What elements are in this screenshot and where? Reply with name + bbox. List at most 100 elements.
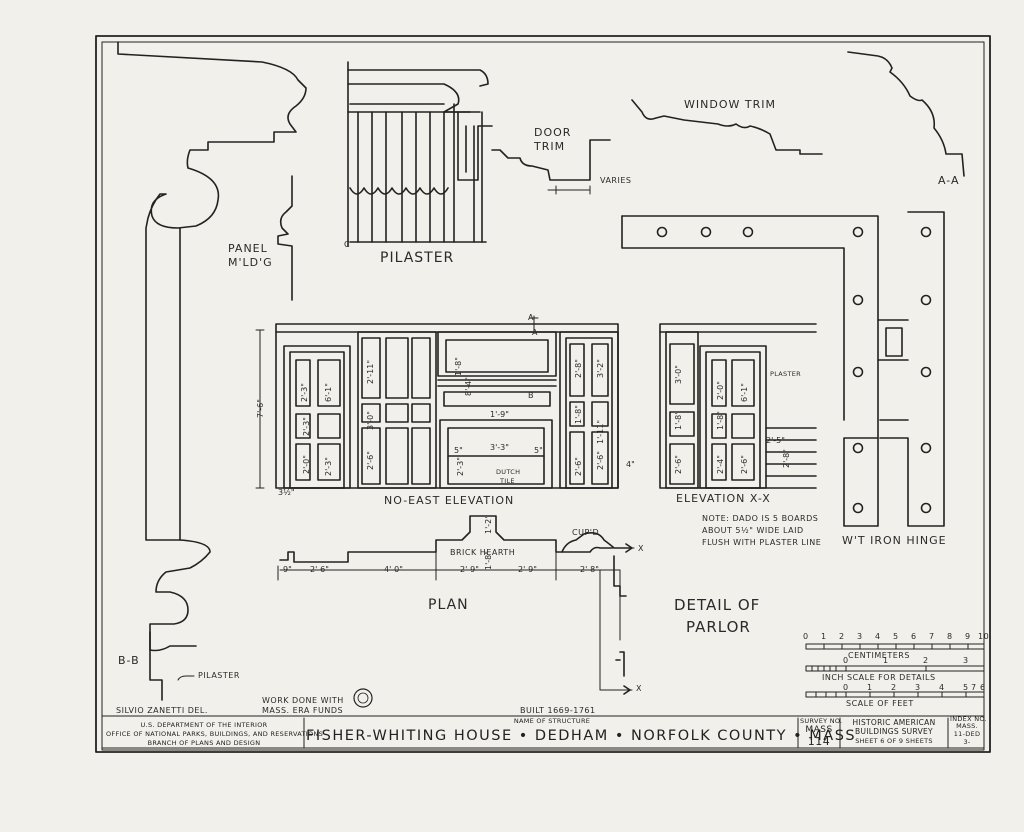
built-label: BUILT 1669-1761 <box>520 706 596 715</box>
dado-note-1: NOTE: DADO IS 5 BOARDS <box>702 514 819 523</box>
agency-line-1: U.S. DEPARTMENT OF THE INTERIOR <box>140 721 268 729</box>
varies-label: VARIES <box>600 176 632 185</box>
plan-dim: 2'-9" <box>460 565 479 574</box>
x-mark-2: X <box>636 684 642 693</box>
molding-profile-bb <box>117 41 307 701</box>
dutch-tile-label-2: TILE <box>500 477 515 485</box>
feet-tick: 4 <box>939 683 945 692</box>
ne-dim-height: 7'-6" <box>256 399 265 418</box>
ne-dim: 1'-9" <box>490 410 509 419</box>
feet-tick: 1 <box>867 683 873 692</box>
cm-tick: 9 <box>965 632 971 641</box>
ne-dim: 2'-3" <box>300 383 309 402</box>
ne-elevation-label: NO-EAST ELEVATION <box>384 494 515 507</box>
ne-dim: 2'-6" <box>366 451 375 470</box>
xx-dim: 2'-6" <box>740 455 749 474</box>
ne-dim: 2'-3" <box>456 457 465 476</box>
cm-tick: 10 <box>978 632 990 641</box>
feet-tick: 2 <box>891 683 897 692</box>
door-trim-label-2: TRIM <box>534 140 566 153</box>
section-a-mark-2: A <box>532 328 538 337</box>
drafter-label: SILVIO ZANETTI DEL. <box>116 706 208 715</box>
cm-tick: 2 <box>839 632 845 641</box>
cm-tick: 7 <box>929 632 935 641</box>
dutch-tile-label-1: DUTCH <box>496 468 521 476</box>
plan-dim: 2'-8" <box>580 565 599 574</box>
ne-elevation <box>255 315 619 489</box>
work-done-2: MASS. ERA FUNDS <box>262 706 344 715</box>
survey-caption: SURVEY NO. <box>800 717 843 725</box>
brick-hearth-label: BRICK HEARTH <box>450 548 516 557</box>
centimeters-label: CENTIMETERS <box>848 651 910 660</box>
inner-border <box>101 41 985 751</box>
inch-tick: 0 <box>843 656 849 665</box>
plan-dim: 2'-9" <box>518 565 537 574</box>
plan-dim: 1'-8" <box>484 551 493 570</box>
iron-hinge <box>621 211 945 527</box>
cm-tick: 0 <box>803 632 809 641</box>
pilaster-detail <box>347 61 493 247</box>
xx-dim: 2'-0" <box>716 381 725 400</box>
xx-dim: 1'-8" <box>674 411 683 430</box>
ne-dim: 5" <box>534 446 543 455</box>
detail-title-1: DETAIL OF <box>674 596 761 614</box>
inch-tick: 3 <box>963 656 969 665</box>
plan-dim: 4'-0" <box>384 565 403 574</box>
ne-dim: 5" <box>454 446 463 455</box>
window-trim-label: WINDOW TRIM <box>684 98 776 111</box>
door-trim-label-1: DOOR <box>534 126 572 139</box>
habs-line-2: BUILDINGS SURVEY <box>855 727 933 736</box>
plan-dim: 9" <box>283 565 292 574</box>
cupboard-label: CUP'D <box>572 528 600 537</box>
section-c-mark: C <box>344 240 351 249</box>
ne-dim: 3'-0" <box>366 411 375 430</box>
index-value-1: MASS. <box>956 722 978 730</box>
title-block-lines <box>101 717 985 749</box>
survey-state: MASS <box>805 725 833 735</box>
agency-line-3: BRANCH OF PLANS AND DESIGN <box>147 739 261 747</box>
sheet-number: SHEET 6 OF 9 SHEETS <box>855 737 933 745</box>
detail-title-2: PARLOR <box>686 618 751 636</box>
window-trim-profile <box>631 99 823 155</box>
agency-line-2: OFFICE OF NATIONAL PARKS, BUILDINGS, AND… <box>106 730 324 738</box>
ne-dim: 2'-3" <box>302 417 311 436</box>
ne-dim: 2'-6" <box>574 457 583 476</box>
plaster-label: PLASTER <box>770 370 801 378</box>
structure-name-caption: NAME OF STRUCTURE <box>513 717 591 725</box>
plan-label: PLAN <box>428 597 469 613</box>
ne-dim: 8'-4" <box>464 377 473 396</box>
feet-scale-label: SCALE OF FEET <box>846 699 914 708</box>
xx-dim: 3'-0" <box>674 365 683 384</box>
index-caption: INDEX NO. <box>950 715 987 723</box>
xx-dim: 2'-4" <box>716 455 725 474</box>
ne-dim: 6'-1" <box>324 383 333 402</box>
habs-line-1: HISTORIC AMERICAN <box>852 718 936 727</box>
survey-number: 114 <box>807 735 831 748</box>
cm-tick: 4 <box>875 632 881 641</box>
ne-dim: 2'-11" <box>366 359 375 384</box>
section-bb-label: B-B <box>118 654 140 667</box>
elevation-xx <box>659 323 817 489</box>
feet-tick: 6 <box>980 683 986 692</box>
index-value-3: 3- <box>963 738 971 746</box>
section-b-mark: B <box>528 391 534 400</box>
panel-molding-label-1: PANEL <box>228 242 268 255</box>
outer-border <box>95 35 991 753</box>
inch-tick: 2 <box>923 656 929 665</box>
ne-dim: 1'-8" <box>574 405 583 424</box>
scale-bars <box>805 643 985 698</box>
cm-tick: 8 <box>947 632 953 641</box>
dado-note-3: FLUSH WITH PLASTER LINE <box>702 538 822 547</box>
feet-tick: 7 <box>971 683 977 692</box>
inch-tick: 1 <box>883 656 889 665</box>
dado-note-2: ABOUT 5½" WIDE LAID <box>702 526 804 535</box>
feet-tick: 3 <box>915 683 921 692</box>
cm-tick: 5 <box>893 632 899 641</box>
pilaster-leader <box>177 675 195 681</box>
ne-dim: 1'-8" <box>454 357 463 376</box>
cm-tick: 6 <box>911 632 917 641</box>
xx-dim: 6'-1" <box>740 383 749 402</box>
cm-tick: 3 <box>857 632 863 641</box>
